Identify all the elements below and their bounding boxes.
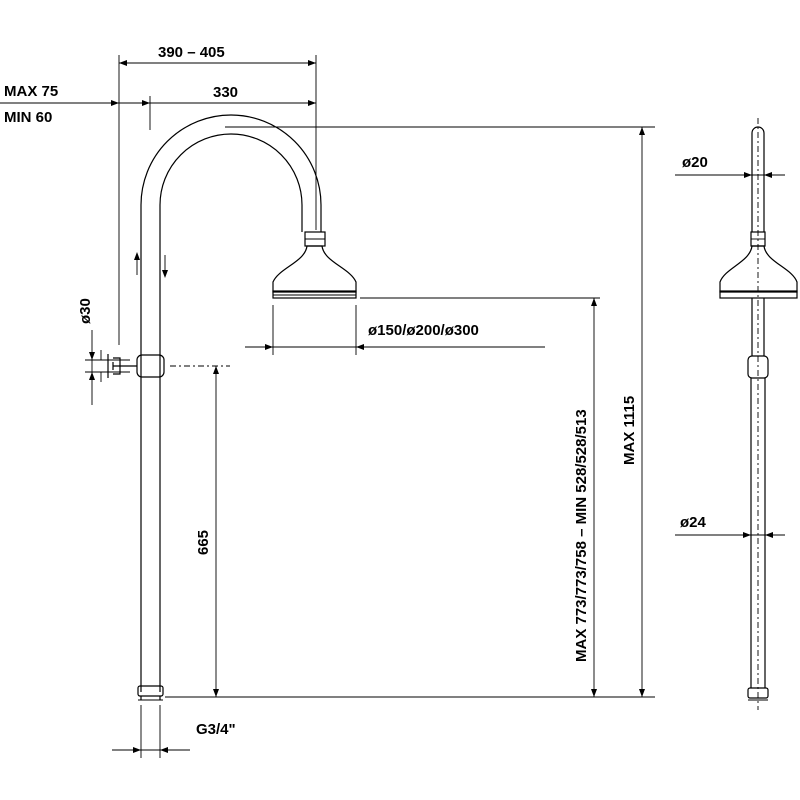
vertical-pipe [140, 114, 322, 692]
offset-max-label: MAX 75 [4, 83, 59, 100]
front-view [100, 114, 357, 701]
side-shower-head [719, 245, 798, 293]
span-range-label: 390 – 405 [158, 44, 225, 61]
lower-height-label: 665 [195, 529, 212, 555]
span-fixed-label: 330 [213, 84, 239, 101]
shower-head [272, 245, 357, 293]
side-view [675, 118, 798, 710]
dimension-lines [0, 55, 655, 758]
bottom-fitting [137, 685, 164, 697]
offset-min-label: MIN 60 [4, 109, 53, 126]
pipe-dia-label: ø24 [680, 514, 706, 531]
head-height-label: MAX 773/773/758 – MIN 528/528/513 [573, 409, 590, 662]
arm-dia-label: ø20 [682, 154, 708, 171]
wall-bracket-dia-label: ø30 [77, 298, 94, 324]
head-dia-label: ø150/ø200/ø300 [368, 322, 479, 339]
total-height-label: MAX 1115 [621, 395, 638, 465]
thread-label: G3/4" [196, 721, 236, 738]
